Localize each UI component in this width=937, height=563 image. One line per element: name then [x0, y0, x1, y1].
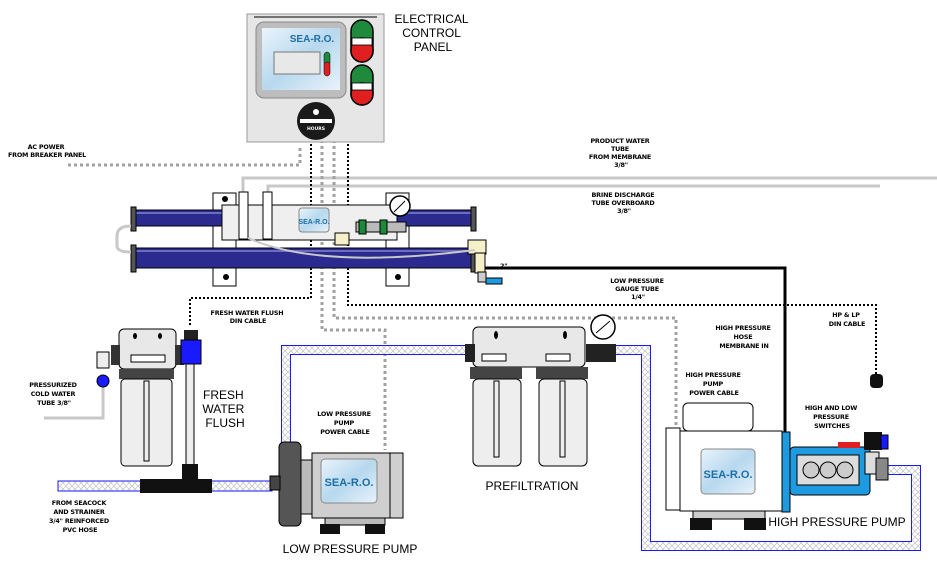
- hp-lp-din-cable-note: HP & LP DIN CABLE: [829, 311, 865, 328]
- hp-lp-din-cable: [347, 140, 877, 375]
- valve-green-2: [379, 219, 388, 235]
- brine-discharge-fitting: [485, 277, 503, 285]
- hl-pressure-switches-note: HIGH AND LOW PRESSURE SWITCHES: [805, 404, 859, 430]
- ac-power-note: AC POWER FROM BREAKER PANEL: [8, 143, 86, 159]
- tube-size-marker: 2": [500, 262, 507, 270]
- panel-brand: SEA-R.O.: [290, 34, 335, 45]
- hour-meter-label: HOURS: [307, 126, 325, 132]
- pressurized-cold-water-note: PRESSURIZED COLD WATER TUBE 3/8": [29, 381, 79, 407]
- reinforced-hose: [57, 345, 921, 551]
- electrical-control-panel[interactable]: SEA-R.O. HOURS: [246, 13, 385, 143]
- flow-meter-2: [262, 191, 273, 240]
- from-seacock-note: FROM SEACOCK AND STRAINER 3/4" REINFORCE…: [49, 499, 111, 534]
- hp-pump-power-cable: [332, 140, 678, 428]
- hp-pump-brand: SEA-R.O.: [704, 469, 753, 481]
- lp-pump-brand: SEA-R.O.: [325, 477, 374, 489]
- control-panel-label: ELECTRICAL CONTROL PANEL: [395, 12, 472, 54]
- fresh-water-flush-din-cable: [189, 140, 312, 325]
- cold-water-valve[interactable]: [96, 351, 110, 388]
- lp-pump-power-cable-note: LOW PRESSURE PUMP POWER CABLE: [317, 410, 373, 436]
- low-pressure-gauge-tube: [482, 266, 787, 460]
- flow-meter-1: [238, 191, 249, 240]
- valve-green-1: [358, 219, 367, 235]
- membrane-brand: SEA-R.O.: [298, 219, 329, 226]
- product-water-tube: [241, 176, 937, 192]
- start-stop-button-2[interactable]: [350, 64, 374, 106]
- lp-pump-power-cable: [320, 140, 387, 450]
- start-stop-button-1[interactable]: [350, 19, 374, 63]
- fresh-water-flush-label: FRESH WATER FLUSH: [202, 388, 247, 430]
- high-pressure-pump: SEA-R.O.: [665, 402, 889, 530]
- seawater-tee-fitting: [140, 464, 212, 493]
- high-pressure-hose-note: HIGH PRESSURE HOSE MEMBRANE IN: [715, 324, 772, 350]
- product-water-note: PRODUCT WATER TUBE FROM MEMBRANE 3/8": [589, 137, 653, 169]
- high-pressure-pump-label: HIGH PRESSURE PUMP: [768, 515, 905, 529]
- low-pressure-pump-label: LOW PRESSURE PUMP: [283, 542, 418, 556]
- low-pressure-pump: SEA-R.O.: [269, 441, 404, 534]
- brine-discharge-note: BRINE DISCHARGE TUBE OVERBOARD 3/8": [591, 191, 656, 215]
- low-pressure-gauge-tube-note: LOW PRESSURE GAUGE TUBE 1/4": [610, 277, 666, 301]
- high-low-pressure-switches: [864, 374, 889, 450]
- fresh-water-flush-filter: [111, 328, 184, 467]
- hour-meter: HOURS: [297, 102, 335, 140]
- membrane-assembly: SEA-R.O.: [115, 191, 503, 287]
- prefiltration-label: PREFILTRATION: [486, 479, 579, 493]
- fresh-water-flush-valve[interactable]: [180, 330, 202, 475]
- fresh-water-flush-cable-note: FRESH WATER FLUSH DIN CABLE: [211, 309, 286, 325]
- hp-pump-power-cable-note: HIGH PRESSURE PUMP POWER CABLE: [685, 371, 742, 397]
- prefiltration-filters: [465, 314, 616, 467]
- cold-water-tube: [44, 385, 105, 420]
- brine-discharge-tube: [266, 184, 880, 192]
- ac-power-cable: [68, 145, 302, 167]
